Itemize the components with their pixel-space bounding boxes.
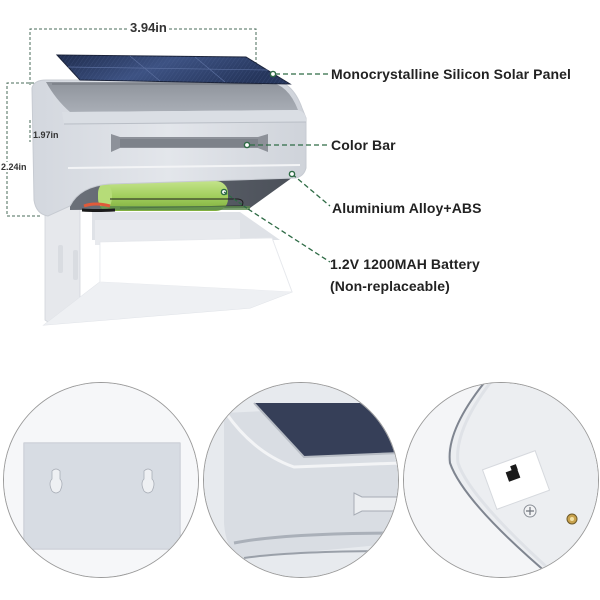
callout-color-bar: Color Bar [331,137,396,153]
battery [81,181,250,212]
color-bar-detail [353,492,398,516]
solar-panel [55,54,292,85]
solar-panel-corner [254,403,398,457]
dimension-lines [6,28,257,217]
screw-icon [523,504,537,518]
detail-mounting-plate [3,382,199,578]
dimension-width: 3.94in [128,20,169,35]
light-sensor-icon [566,513,578,525]
dimension-height-body: 1.97in [33,130,59,140]
callout-housing-material: Aluminium Alloy+ABS [332,200,482,216]
power-switch-icon [505,464,521,482]
callout-battery-note: (Non-replaceable) [330,278,450,294]
callout-battery: 1.2V 1200MAH Battery [330,256,480,272]
callout-nodes [220,70,296,196]
dimension-height-total: 2.24in [1,162,27,172]
detail-corner-closeup [203,382,399,578]
housing-top [46,82,298,112]
detail-switch-closeup [403,382,599,578]
callout-leaders [247,73,331,263]
callout-solar-panel: Monocrystalline Silicon Solar Panel [331,66,572,82]
keyhole-icon [49,468,155,494]
